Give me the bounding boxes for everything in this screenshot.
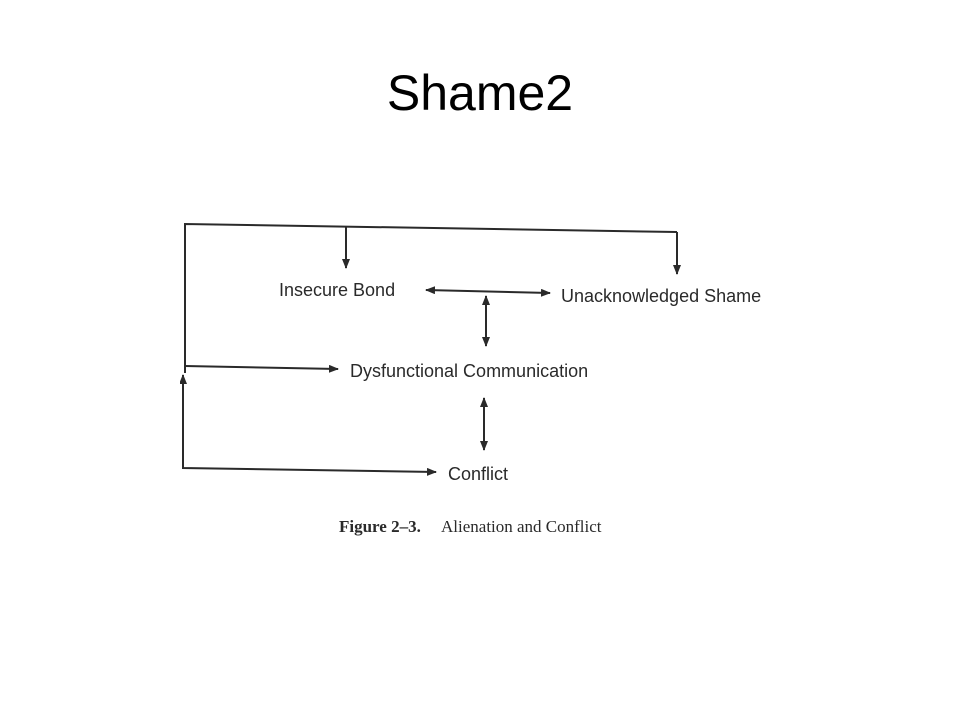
arrow-to-dysfunctional-communication bbox=[184, 364, 339, 373]
scanned-figure: Insecure Bond Unacknowledged Shame Dysfu… bbox=[180, 150, 790, 580]
alienation-conflict-diagram: Insecure Bond Unacknowledged Shame Dysfu… bbox=[180, 222, 790, 536]
top-feedback-line bbox=[184, 222, 678, 373]
bond-shame-double-arrow bbox=[425, 286, 551, 297]
node-conflict: Conflict bbox=[448, 464, 508, 484]
node-unacknowledged-shame: Unacknowledged Shame bbox=[561, 286, 761, 306]
bottom-feedback-line bbox=[180, 374, 437, 476]
figure-title: Alienation and Conflict bbox=[441, 517, 602, 536]
node-dysfunctional-communication: Dysfunctional Communication bbox=[350, 361, 588, 381]
figure-number: Figure 2–3. bbox=[339, 517, 421, 536]
scan-crop-edge bbox=[781, 270, 790, 320]
slide-title: Shame2 bbox=[386, 65, 574, 121]
node-insecure-bond: Insecure Bond bbox=[279, 280, 395, 300]
